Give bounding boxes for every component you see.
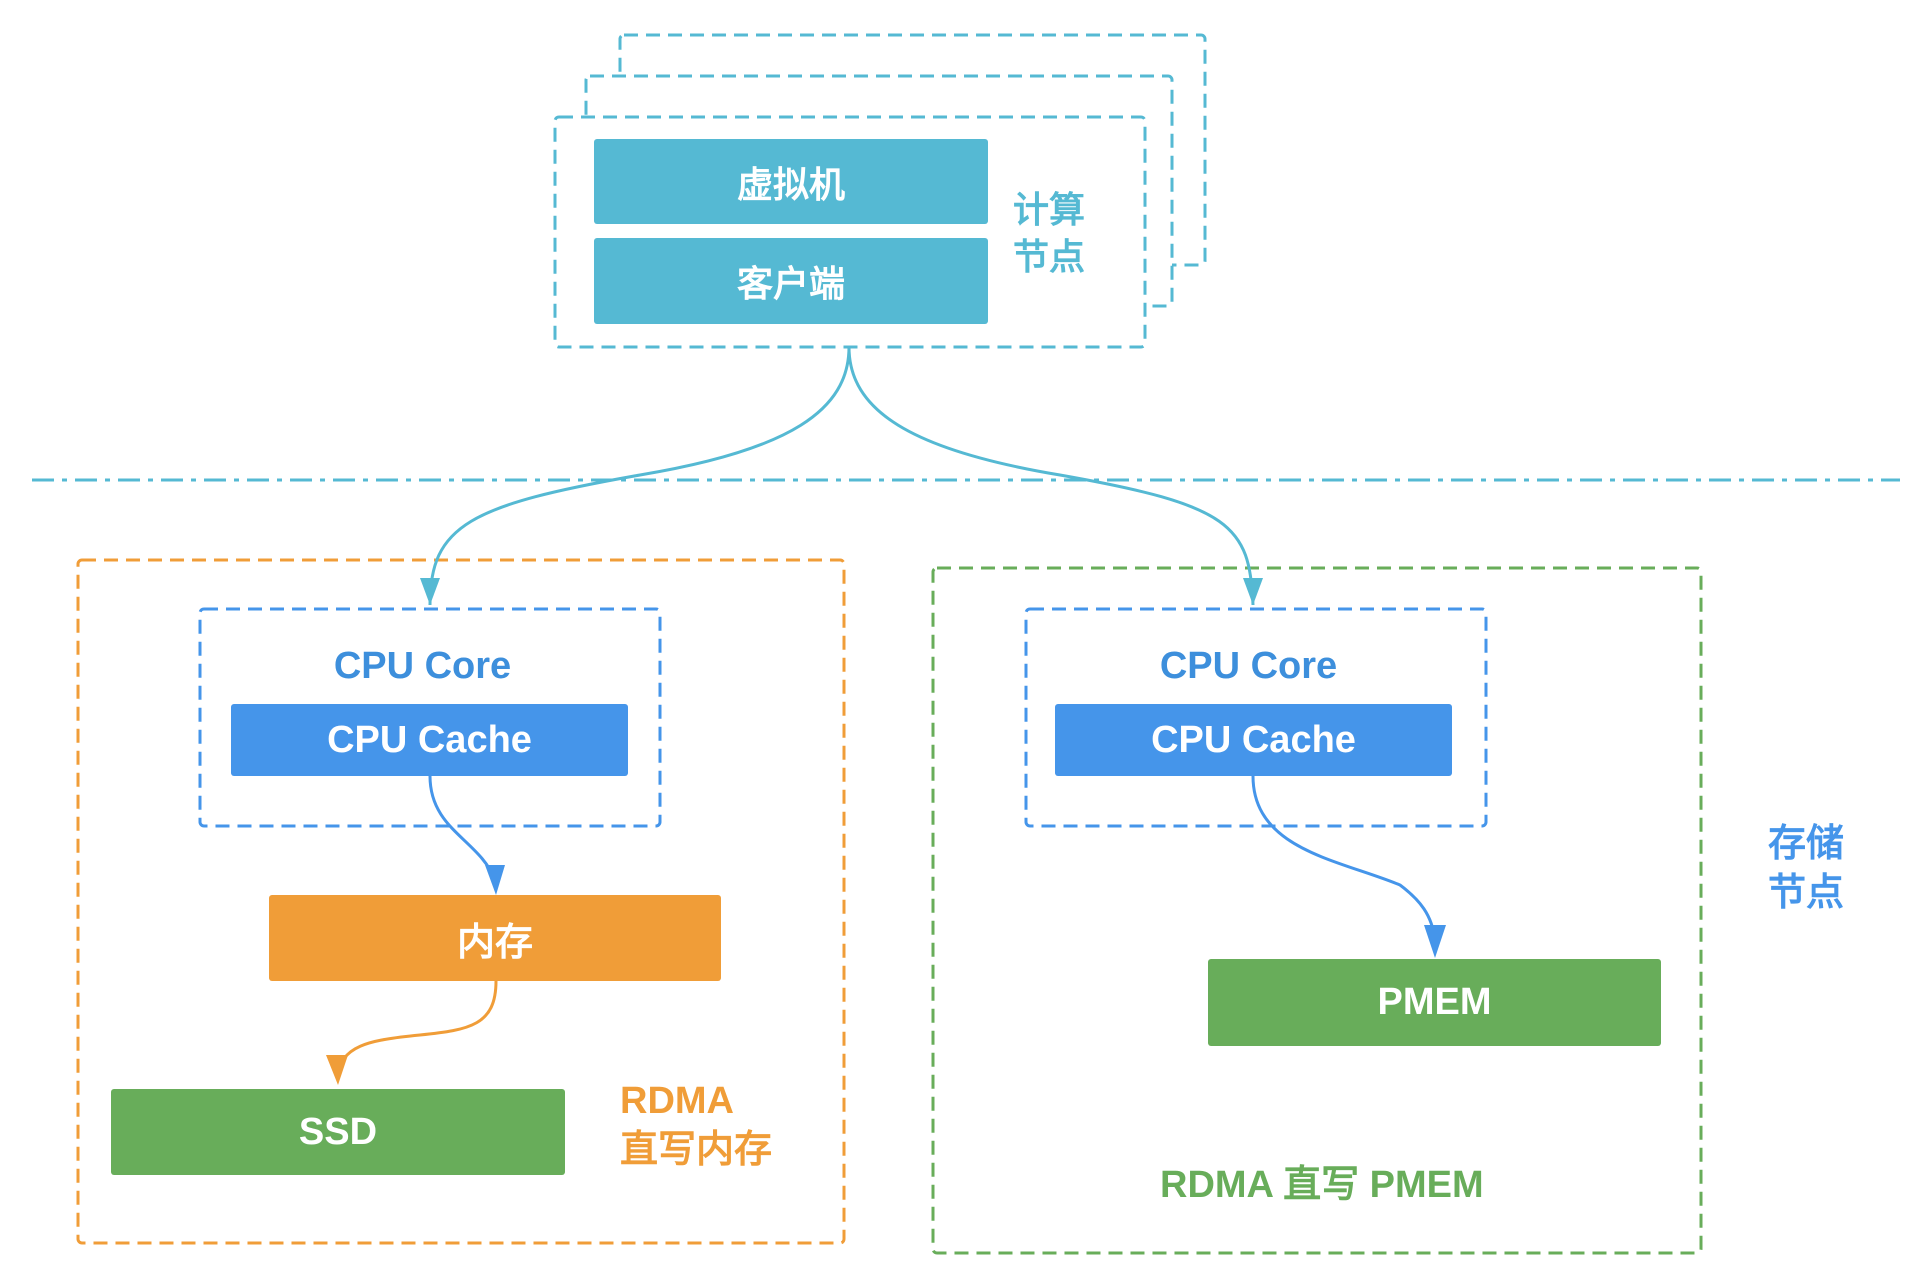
left-cpu-cache-label: CPU Cache	[327, 718, 532, 761]
ssd-box: SSD	[111, 1089, 565, 1175]
cache-to-memory-arrow	[428, 775, 497, 881]
left-caption-line1: RDMA	[620, 1080, 734, 1122]
left-caption-line2: 直写内存	[620, 1129, 773, 1172]
left-cpu-cache-box: CPU Cache	[231, 704, 628, 776]
pmem-box: PMEM	[1208, 959, 1661, 1046]
right-cpu-cache-box: CPU Cache	[1055, 704, 1452, 776]
compute-node-label: 计算 节点	[1013, 187, 1085, 281]
memory-label: 内存	[456, 921, 533, 964]
left-arrowhead	[420, 578, 440, 605]
client-to-left-cpu-arrow	[428, 346, 851, 606]
memory-to-ssd-arrow	[336, 980, 498, 1081]
client-label: 客户端	[736, 263, 845, 304]
vm-label: 虚拟机	[736, 163, 845, 205]
right-cpu-core-label: CPU Core	[1159, 645, 1338, 687]
memory-arrowhead	[485, 865, 505, 895]
left-caption: RDMA 直写内存	[620, 1077, 772, 1176]
pmem-arrowhead	[1424, 925, 1446, 958]
storage-node-label-line2: 节点	[1768, 872, 1845, 915]
right-storage-frame	[931, 566, 1703, 1255]
ssd-label: SSD	[298, 1110, 378, 1153]
storage-node-label-line1: 存储	[1768, 823, 1845, 865]
memory-box: 内存	[269, 895, 721, 981]
right-caption: RDMA 直写 PMEM	[1160, 1164, 1484, 1206]
left-storage-frame	[76, 558, 846, 1245]
client-to-right-cpu-arrow	[847, 346, 1255, 606]
storage-node-label: 存储 节点	[1768, 820, 1844, 919]
right-arrowhead	[1243, 578, 1263, 605]
left-cpu-core-label: CPU Core	[333, 645, 512, 687]
cache-to-pmem-arrow	[1251, 775, 1437, 941]
compute-node-label-line2: 节点	[1013, 235, 1086, 277]
right-cpu-cache-label: CPU Cache	[1151, 718, 1356, 761]
right-cpu-core-frame	[1024, 607, 1488, 828]
vm-box: 虚拟机	[594, 139, 988, 224]
compute-node-label-line1: 计算	[1013, 189, 1086, 230]
ssd-arrowhead	[326, 1055, 348, 1085]
left-cpu-core-frame	[198, 607, 662, 828]
client-box: 客户端	[594, 238, 988, 324]
pmem-label: PMEM	[1377, 981, 1492, 1023]
